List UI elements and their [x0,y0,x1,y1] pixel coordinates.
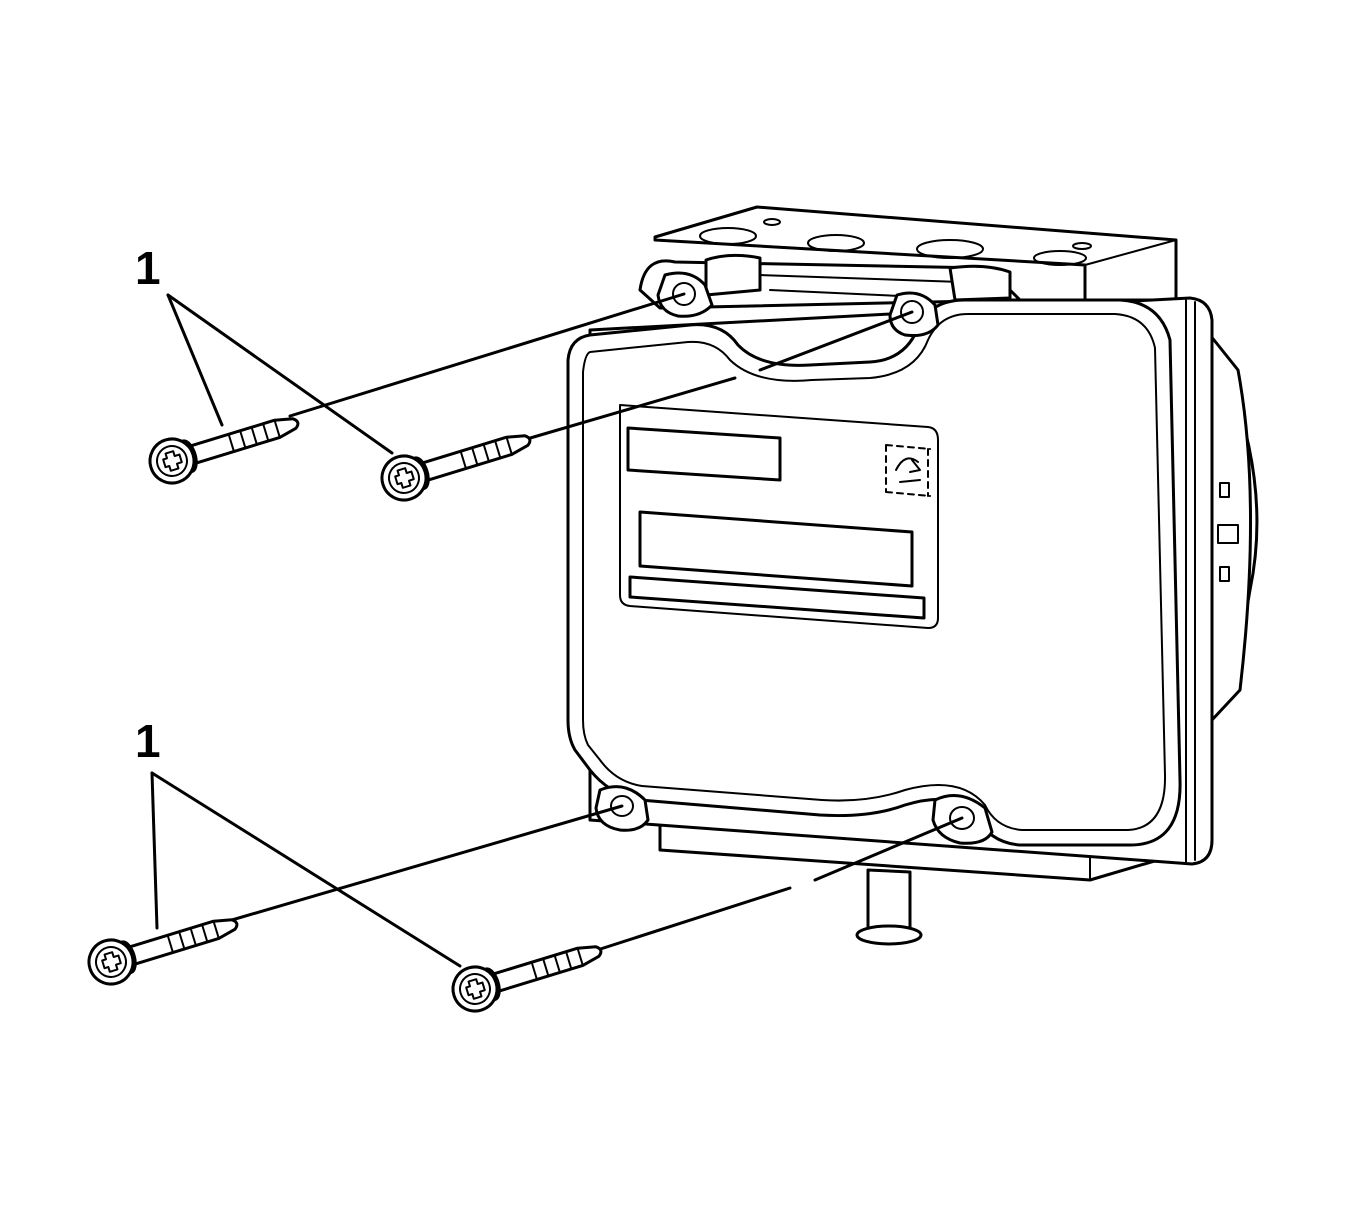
label-strip [628,575,926,620]
port-hole [1072,242,1092,250]
pump-motor-housing [1208,333,1259,722]
alignment-line [288,292,686,418]
control-module-cover [566,298,1182,847]
callout-label: 1 [135,715,161,767]
port-hole [763,218,781,226]
brake-pipe-stub [866,868,912,934]
bolt [143,400,306,490]
recycle-logo-icon [885,444,931,497]
label-box [626,426,782,482]
bolt [82,901,245,991]
alignment-lines [223,292,964,955]
motor-tab [1219,482,1230,498]
port-hole [699,227,757,245]
callout-label: 1 [135,242,161,294]
callout-lower: 1 [135,715,462,968]
label-plate [619,404,939,629]
leader-line [166,293,224,427]
leader-line [150,771,462,968]
motor-tab [1217,524,1239,544]
port-hole [1033,250,1087,266]
leader-line [166,293,394,455]
port-hole [807,234,865,252]
callout-upper: 1 [135,242,394,455]
port-hole [916,239,984,259]
hydraulic-block [653,205,1178,302]
motor-tab [1219,566,1230,582]
abs-module-assembly [566,205,1259,946]
bolt [446,928,609,1018]
leader-line [150,771,159,930]
alignment-line [223,804,624,924]
alignment-line [518,310,914,443]
bolt [375,417,538,507]
label-box [638,510,914,588]
alignment-line [586,816,964,955]
